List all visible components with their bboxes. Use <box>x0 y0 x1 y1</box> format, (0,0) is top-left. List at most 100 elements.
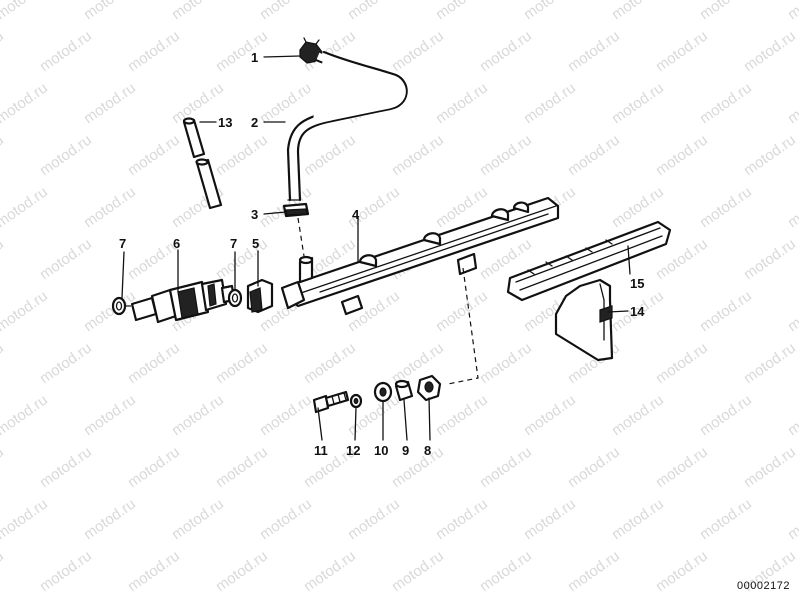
watermark-text: motod.ru <box>741 27 799 75</box>
callout-7-right: 7 <box>230 236 237 251</box>
watermark-text: motod.ru <box>609 391 667 439</box>
callout-5: 5 <box>252 236 259 251</box>
callout-10: 10 <box>374 443 388 458</box>
watermark-text: motod.ru <box>0 79 51 127</box>
watermark-text: motod.ru <box>653 27 711 75</box>
watermark-text: motod.ru <box>565 27 623 75</box>
part-11-bolt <box>312 390 350 414</box>
watermark-text: motod.ru <box>301 547 359 595</box>
part-4-fuel-rail <box>280 196 560 316</box>
watermark-text: motod.ru <box>697 0 755 23</box>
watermark-text: motod.ru <box>565 443 623 491</box>
callout-11: 11 <box>314 443 328 458</box>
watermark-text: motod.ru <box>0 235 7 283</box>
watermark-text: motod.ru <box>169 0 227 23</box>
watermark-text: motod.ru <box>257 0 315 23</box>
watermark-text: motod.ru <box>741 131 799 179</box>
watermark-text: motod.ru <box>609 495 667 543</box>
watermark-text: motod.ru <box>125 339 183 387</box>
callout-6: 6 <box>173 236 180 251</box>
part-9-sleeve <box>394 379 414 402</box>
watermark-text: motod.ru <box>521 495 579 543</box>
part-8-nut <box>416 374 442 402</box>
watermark-text: motod.ru <box>389 547 447 595</box>
watermark-text: motod.ru <box>345 495 403 543</box>
watermark-text: motod.ru <box>785 0 799 23</box>
callout-14: 14 <box>630 304 645 319</box>
watermark-text: motod.ru <box>477 547 535 595</box>
watermark-text: motod.ru <box>81 391 139 439</box>
watermark-text: motod.ru <box>521 79 579 127</box>
watermark-text: motod.ru <box>169 495 227 543</box>
callout-1: 1 <box>251 50 258 65</box>
watermark-text: motod.ru <box>345 0 403 23</box>
watermark-text: motod.ru <box>565 131 623 179</box>
part-15-trim-cover <box>506 220 672 302</box>
callout-4: 4 <box>352 207 360 222</box>
callout-8: 8 <box>424 443 431 458</box>
part-3-clamp <box>282 202 310 218</box>
watermark-text: motod.ru <box>653 339 711 387</box>
watermark-text: motod.ru <box>37 235 95 283</box>
watermark-text: motod.ru <box>697 287 755 335</box>
watermark-text: motod.ru <box>257 391 315 439</box>
watermark-text: motod.ru <box>521 391 579 439</box>
watermark-text: motod.ru <box>697 183 755 231</box>
callout-15: 15 <box>630 276 644 291</box>
watermark-text: motod.ru <box>0 287 51 335</box>
watermark-text: motod.ru <box>81 287 139 335</box>
watermark-text: motod.ru <box>741 443 799 491</box>
watermark-text: motod.ru <box>697 79 755 127</box>
part-13-hose-sections <box>182 117 223 210</box>
watermark-text: motod.ru <box>213 27 271 75</box>
part-10-rubber-washer <box>373 381 393 403</box>
watermark-text: motod.ru <box>213 547 271 595</box>
watermark-text: motod.ru <box>0 495 51 543</box>
watermark-text: motod.ru <box>785 183 799 231</box>
watermark-text: motod.ru <box>37 339 95 387</box>
watermark-text: motod.ru <box>389 339 447 387</box>
watermark-text: motod.ru <box>0 391 51 439</box>
callout-7-left: 7 <box>119 236 126 251</box>
watermark-text: motod.ru <box>125 443 183 491</box>
watermark-text: motod.ru <box>477 131 535 179</box>
callout-3: 3 <box>251 207 258 222</box>
watermark-text: motod.ru <box>81 495 139 543</box>
watermark-text: motod.ru <box>477 27 535 75</box>
leader-lines <box>121 55 631 441</box>
watermark-text: motod.ru <box>785 79 799 127</box>
watermark-text: motod.ru <box>785 287 799 335</box>
part-7-seal-ring-left <box>111 296 127 316</box>
diagram-code: 00002172 <box>737 580 790 592</box>
part-5-retaining-clip <box>246 278 274 314</box>
watermark-text: motod.ru <box>433 79 491 127</box>
watermark-text: motod.ru <box>741 235 799 283</box>
watermark-text: motod.ru <box>81 183 139 231</box>
watermark-text: motod.ru <box>785 391 799 439</box>
watermark-text: motod.ru <box>389 131 447 179</box>
watermark-text: motod.ru <box>389 27 447 75</box>
part-12-washer <box>349 393 363 409</box>
watermark-text: motod.ru <box>697 391 755 439</box>
watermark-text: motod.ru <box>653 131 711 179</box>
part-2-hose <box>286 50 408 202</box>
watermark-text: motod.ru <box>0 339 7 387</box>
watermark-text: motod.ru <box>0 183 51 231</box>
watermark-text: motod.ru <box>0 0 51 23</box>
watermark-text: motod.ru <box>37 131 95 179</box>
watermark-text: motod.ru <box>477 339 535 387</box>
part-7-seal-ring-right <box>227 288 243 308</box>
watermark-text: motod.ru <box>433 495 491 543</box>
watermark-text: motod.ru <box>37 443 95 491</box>
watermark-text: motod.ru <box>0 131 7 179</box>
callout-13: 13 <box>218 115 232 130</box>
callout-2: 2 <box>251 115 258 130</box>
watermark-text: motod.ru <box>37 547 95 595</box>
watermark-text: motod.ru <box>169 183 227 231</box>
watermark-text: motod.ru <box>477 443 535 491</box>
watermark-text: motod.ru <box>257 495 315 543</box>
watermark-text: motod.ru <box>0 27 7 75</box>
watermark-text: motod.ru <box>433 287 491 335</box>
part-6-fuel-injector <box>130 278 236 324</box>
